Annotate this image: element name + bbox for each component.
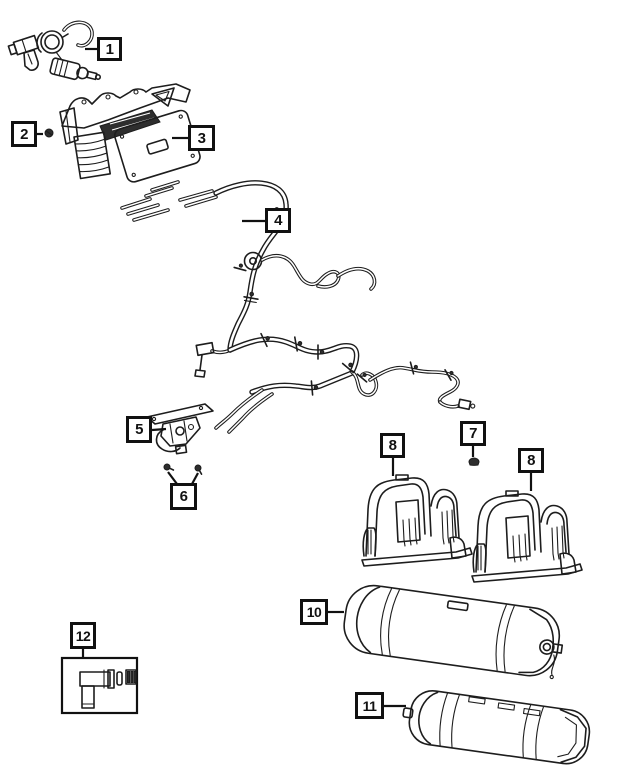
callout-4[interactable]: 4 [265, 208, 291, 233]
callout-8-left-label: 8 [388, 437, 397, 454]
part-6-screws-drawing [163, 463, 203, 475]
callout-11[interactable]: 11 [355, 692, 384, 719]
callout-5-label: 5 [135, 421, 143, 438]
callout-12[interactable]: 12 [70, 622, 96, 649]
callout-7-label: 7 [469, 425, 477, 442]
part-1-valve-assembly-drawing [7, 20, 102, 81]
part-10-fuel-tank-drawing [343, 584, 564, 680]
callout-10[interactable]: 10 [300, 599, 328, 625]
part-11-tank-shield-drawing [402, 690, 591, 765]
callout-11-label: 11 [362, 697, 377, 714]
part-7-clip-drawing [468, 457, 480, 466]
leader-lines [37, 47, 533, 708]
callout-1[interactable]: 1 [97, 37, 122, 61]
callout-8-left[interactable]: 8 [380, 433, 405, 458]
callout-7[interactable]: 7 [460, 421, 486, 446]
part-8-support-bracket-left-drawing [361, 474, 473, 567]
pipe-fork [120, 180, 218, 222]
callout-12-label: 12 [75, 627, 91, 644]
part-4-tube-bundle-drawing [120, 180, 377, 353]
harness-lower-drawing [194, 332, 476, 434]
callout-8-right-label: 8 [527, 452, 535, 469]
callout-2-label: 2 [20, 125, 28, 143]
callout-1-label: 1 [105, 40, 114, 58]
part-12-sensor-kit-drawing [60, 656, 139, 715]
callout-6[interactable]: 6 [170, 483, 197, 510]
callout-3[interactable]: 3 [188, 125, 215, 151]
callout-8-right[interactable]: 8 [518, 448, 544, 473]
callout-2[interactable]: 2 [11, 121, 37, 147]
part-2-screw-drawing [44, 128, 54, 138]
callout-3-label: 3 [197, 129, 206, 147]
callout-6-label: 6 [179, 488, 188, 505]
callout-4-label: 4 [274, 212, 282, 229]
part-3-canister-module-drawing [59, 83, 201, 183]
callout-5[interactable]: 5 [126, 416, 152, 443]
callout-10-label: 10 [306, 604, 322, 620]
part-8-support-bracket-right-drawing [471, 490, 583, 583]
